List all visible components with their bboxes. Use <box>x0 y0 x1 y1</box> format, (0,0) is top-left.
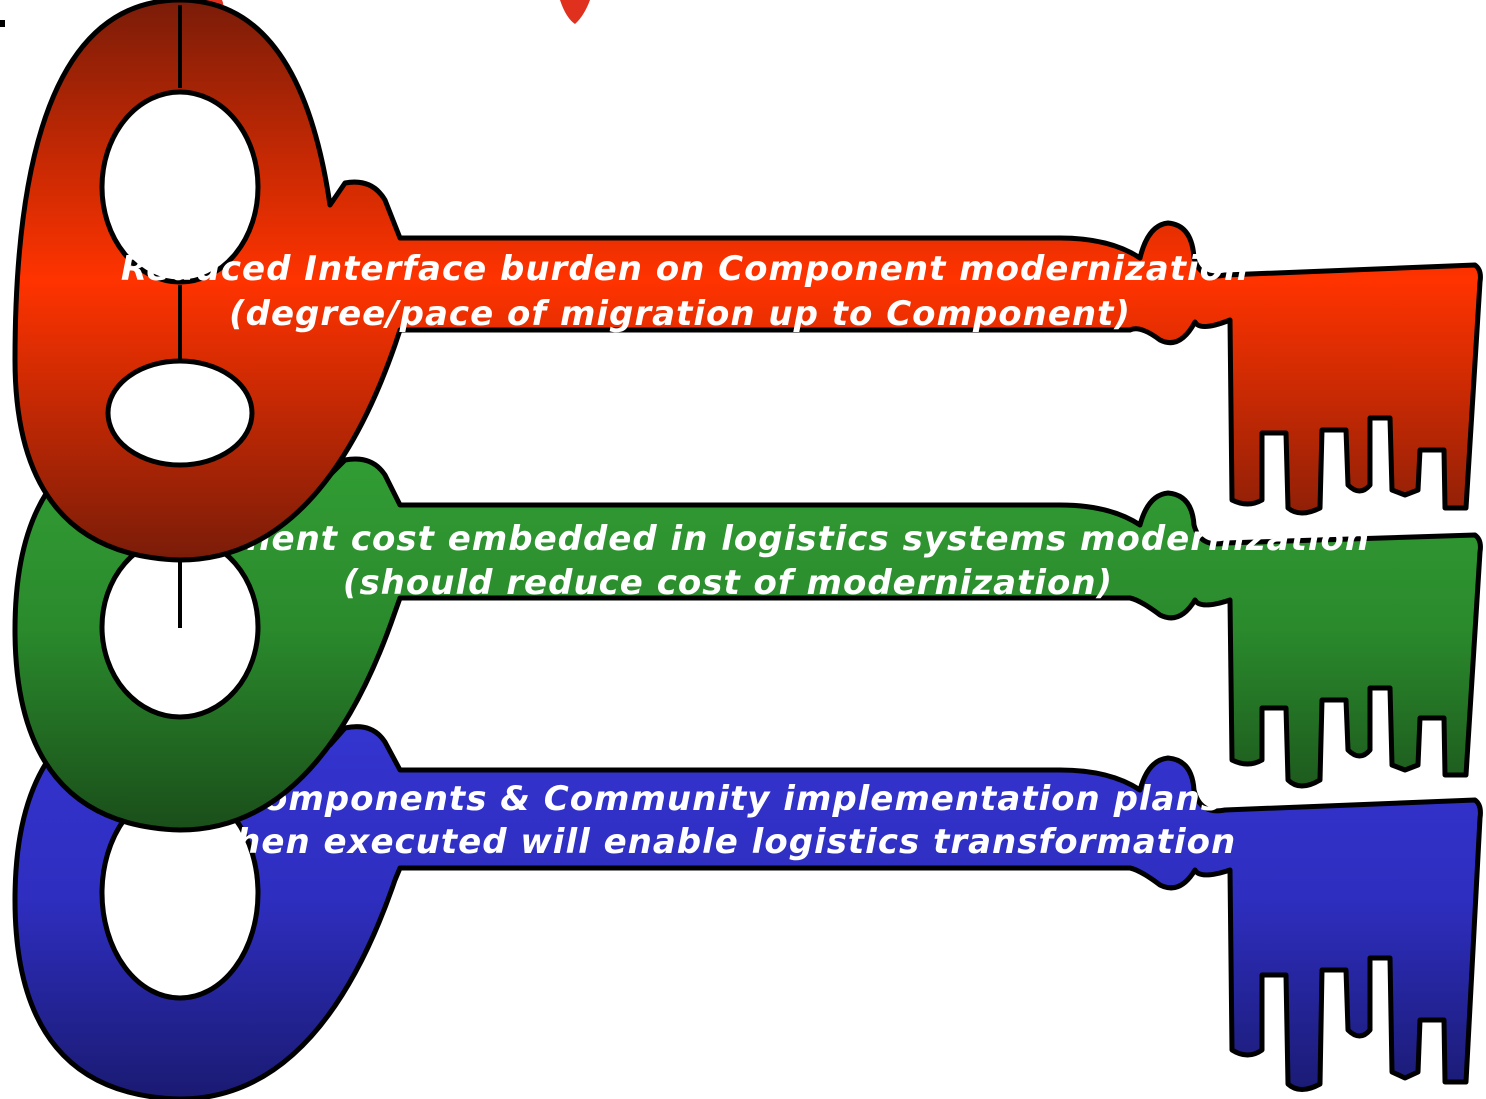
key-green: Component cost embedded in logistics sys… <box>12 425 1483 833</box>
key-blue: Components & Community implementation pl… <box>12 692 1483 1099</box>
key-red: Reduced Interface burden on Component mo… <box>12 0 1483 563</box>
key-red-line2: (degree/pace of migration up to Componen… <box>229 294 1131 334</box>
key-green-line2: (should reduce cost of modernization) <box>343 563 1113 603</box>
key-red-body <box>12 0 1483 563</box>
key-blue-body <box>12 692 1483 1099</box>
key-blue-line2: when executed will enable logistics tran… <box>204 822 1236 862</box>
key-red-lower-hole <box>105 358 255 468</box>
key-blue-line1: Components & Community implementation pl… <box>238 779 1222 819</box>
key-red-line1: Reduced Interface burden on Component mo… <box>121 249 1249 289</box>
cropped-title-fragment <box>0 0 590 27</box>
key-green-line1: Component cost embedded in logistics sys… <box>110 519 1370 559</box>
key-red-hole <box>99 89 261 285</box>
key-green-body <box>12 425 1483 833</box>
title-fragment-right <box>560 0 590 24</box>
